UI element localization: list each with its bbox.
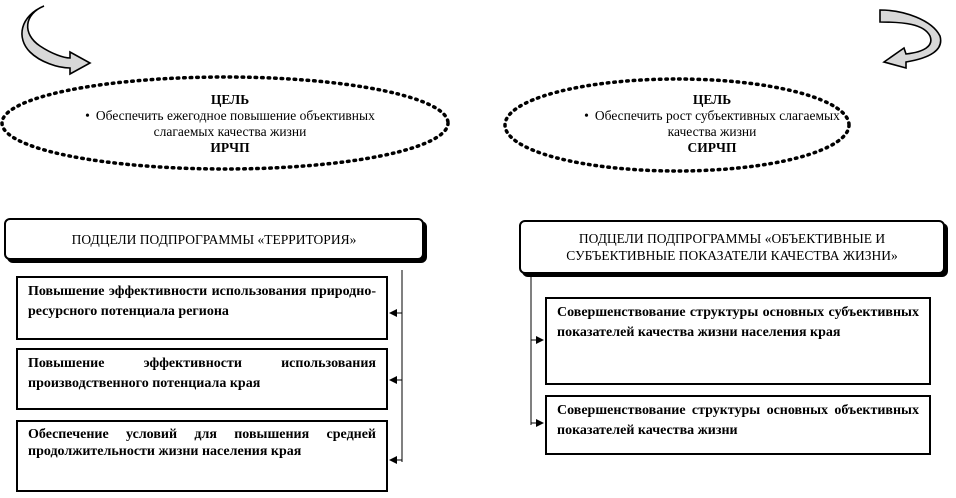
subgoals-header-right-label: ПОДЦЕЛИ ПОДПРОГРАММЫ «ОБЪЕКТИВНЫЕ И СУБЪ…	[566, 231, 898, 263]
subgoals-header-right: ПОДЦЕЛИ ПОДПРОГРАММЫ «ОБЪЕКТИВНЫЕ И СУБЪ…	[519, 220, 945, 274]
bullet-icon: •	[85, 108, 90, 123]
subgoal-left-2: Повышение эффективности использования пр…	[16, 348, 388, 410]
goal-ellipse-right	[503, 77, 851, 173]
goal-right-title: ЦЕЛЬ	[692, 92, 732, 107]
subgoals-header-left: ПОДЦЕЛИ ПОДПРОГРАММЫ «ТЕРРИТОРИЯ»	[4, 218, 424, 260]
subgoal-right-1: Совершенствование структуры основных суб…	[545, 297, 931, 385]
subgoal-left-3: Обеспечение условий для повышения средне…	[16, 420, 388, 492]
subgoal-right-1-text: Совершенствование структуры основных суб…	[557, 305, 919, 340]
goal-left: ЦЕЛЬ • Обеспечить ежегодное повышение объ…	[72, 92, 388, 156]
subgoal-left-1: Повышение эффективности использования пр…	[16, 276, 388, 340]
subgoal-left-2-text: Повышение эффективности использования пр…	[28, 356, 376, 391]
goal-right-text: • Обеспечить рост субъективных слагаемых …	[582, 108, 842, 140]
goal-ellipse-left	[0, 75, 450, 171]
curved-arrow-left-icon	[21, 5, 92, 76]
goal-left-text: • Обеспечить ежегодное повышение объектив…	[72, 108, 388, 140]
goal-right: ЦЕЛЬ • Обеспечить рост субъективных слага…	[582, 92, 842, 156]
subgoals-header-left-label: ПОДЦЕЛИ ПОДПРОГРАММЫ «ТЕРРИТОРИЯ»	[71, 231, 357, 247]
goal-right-abbr: СИРЧП	[687, 140, 737, 155]
goal-left-text-content: Обеспечить ежегодное повышение объективн…	[95, 108, 375, 139]
subgoal-left-3-text: Обеспечение условий для повышения средне…	[28, 427, 376, 459]
curved-arrow-right-icon	[879, 9, 942, 70]
goal-right-text-content: Обеспечить рост субъективных слагаемых к…	[594, 108, 840, 139]
left-connector	[389, 270, 403, 464]
right-connector	[530, 276, 544, 427]
subgoal-right-2: Совершенствование структуры основных объ…	[545, 395, 931, 455]
goal-left-title: ЦЕЛЬ	[210, 92, 250, 107]
bullet-icon: •	[584, 108, 589, 123]
subgoal-left-1-text: Повышение эффективности использования пр…	[28, 284, 376, 319]
goal-left-abbr: ИРЧП	[210, 140, 250, 155]
subgoal-right-2-text: Совершенствование структуры основных объ…	[557, 403, 919, 438]
